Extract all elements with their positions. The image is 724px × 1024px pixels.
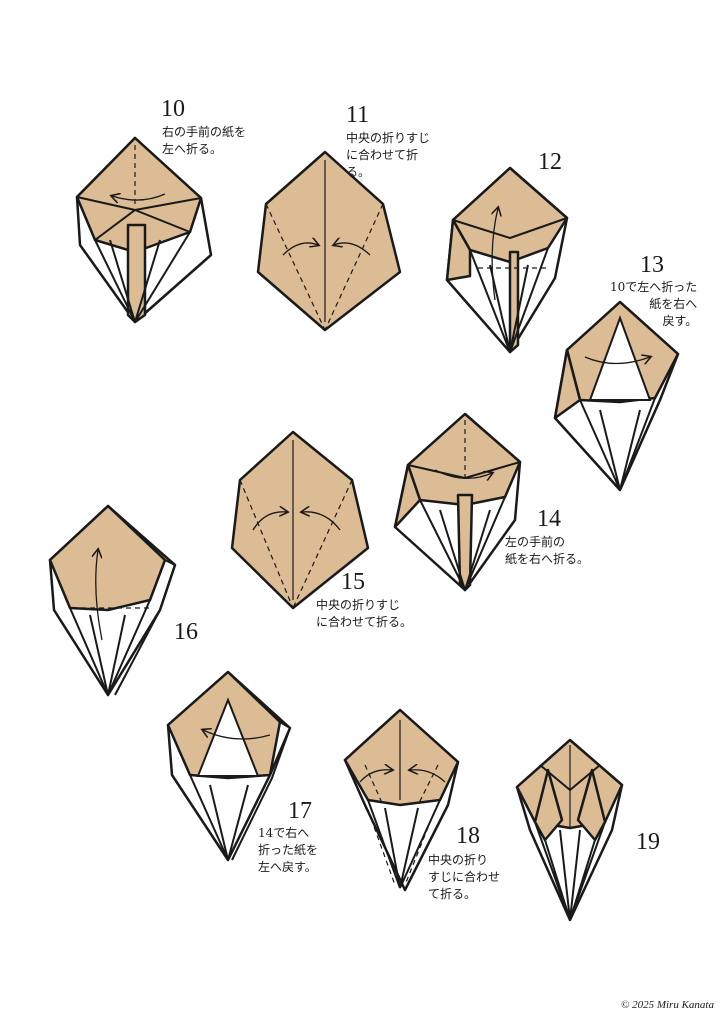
step-13-figure bbox=[553, 300, 680, 492]
step-10-note: 右の手前の紙を 左へ折る。 bbox=[162, 125, 247, 156]
step-14-figure bbox=[393, 412, 522, 592]
step-11-figure bbox=[256, 150, 402, 332]
step-19-number: 19 bbox=[636, 829, 660, 855]
step-18-figure bbox=[343, 708, 460, 892]
step-15-note: 中央の折りすじ に合わせて折る。 bbox=[316, 598, 413, 629]
step-16-number: 16 bbox=[174, 619, 198, 645]
step-18-note: 中央の折り すじに合わせ て折る。 bbox=[428, 853, 501, 901]
step-15-number: 15 bbox=[341, 569, 365, 595]
step-12-figure bbox=[445, 166, 569, 354]
step-17-note: 14で右へ 折った紙を 左へ戻す。 bbox=[258, 826, 319, 874]
step-17-number: 17 bbox=[288, 798, 312, 824]
step-19-figure bbox=[515, 738, 624, 922]
step-11-number: 11 bbox=[346, 102, 370, 128]
step-17-figure bbox=[166, 670, 292, 862]
step-13-note: 10で左へ折った 紙を右へ 戻す。 bbox=[610, 280, 698, 328]
step-10-figure bbox=[75, 136, 213, 324]
step-10-number: 10 bbox=[161, 96, 185, 122]
step-14-note: 左の手前の 紙を右へ折る。 bbox=[505, 535, 590, 566]
step-11-note: 中央の折りすじ に合わせて折 る。 bbox=[346, 131, 431, 179]
step-18-number: 18 bbox=[456, 823, 480, 849]
step-16-figure bbox=[48, 504, 177, 697]
copyright: © 2025 Miru Kanata bbox=[620, 999, 714, 1011]
step-13-number: 13 bbox=[640, 252, 664, 278]
step-12-number: 12 bbox=[538, 149, 562, 175]
step-15-figure bbox=[230, 430, 370, 610]
step-14-number: 14 bbox=[537, 506, 561, 532]
